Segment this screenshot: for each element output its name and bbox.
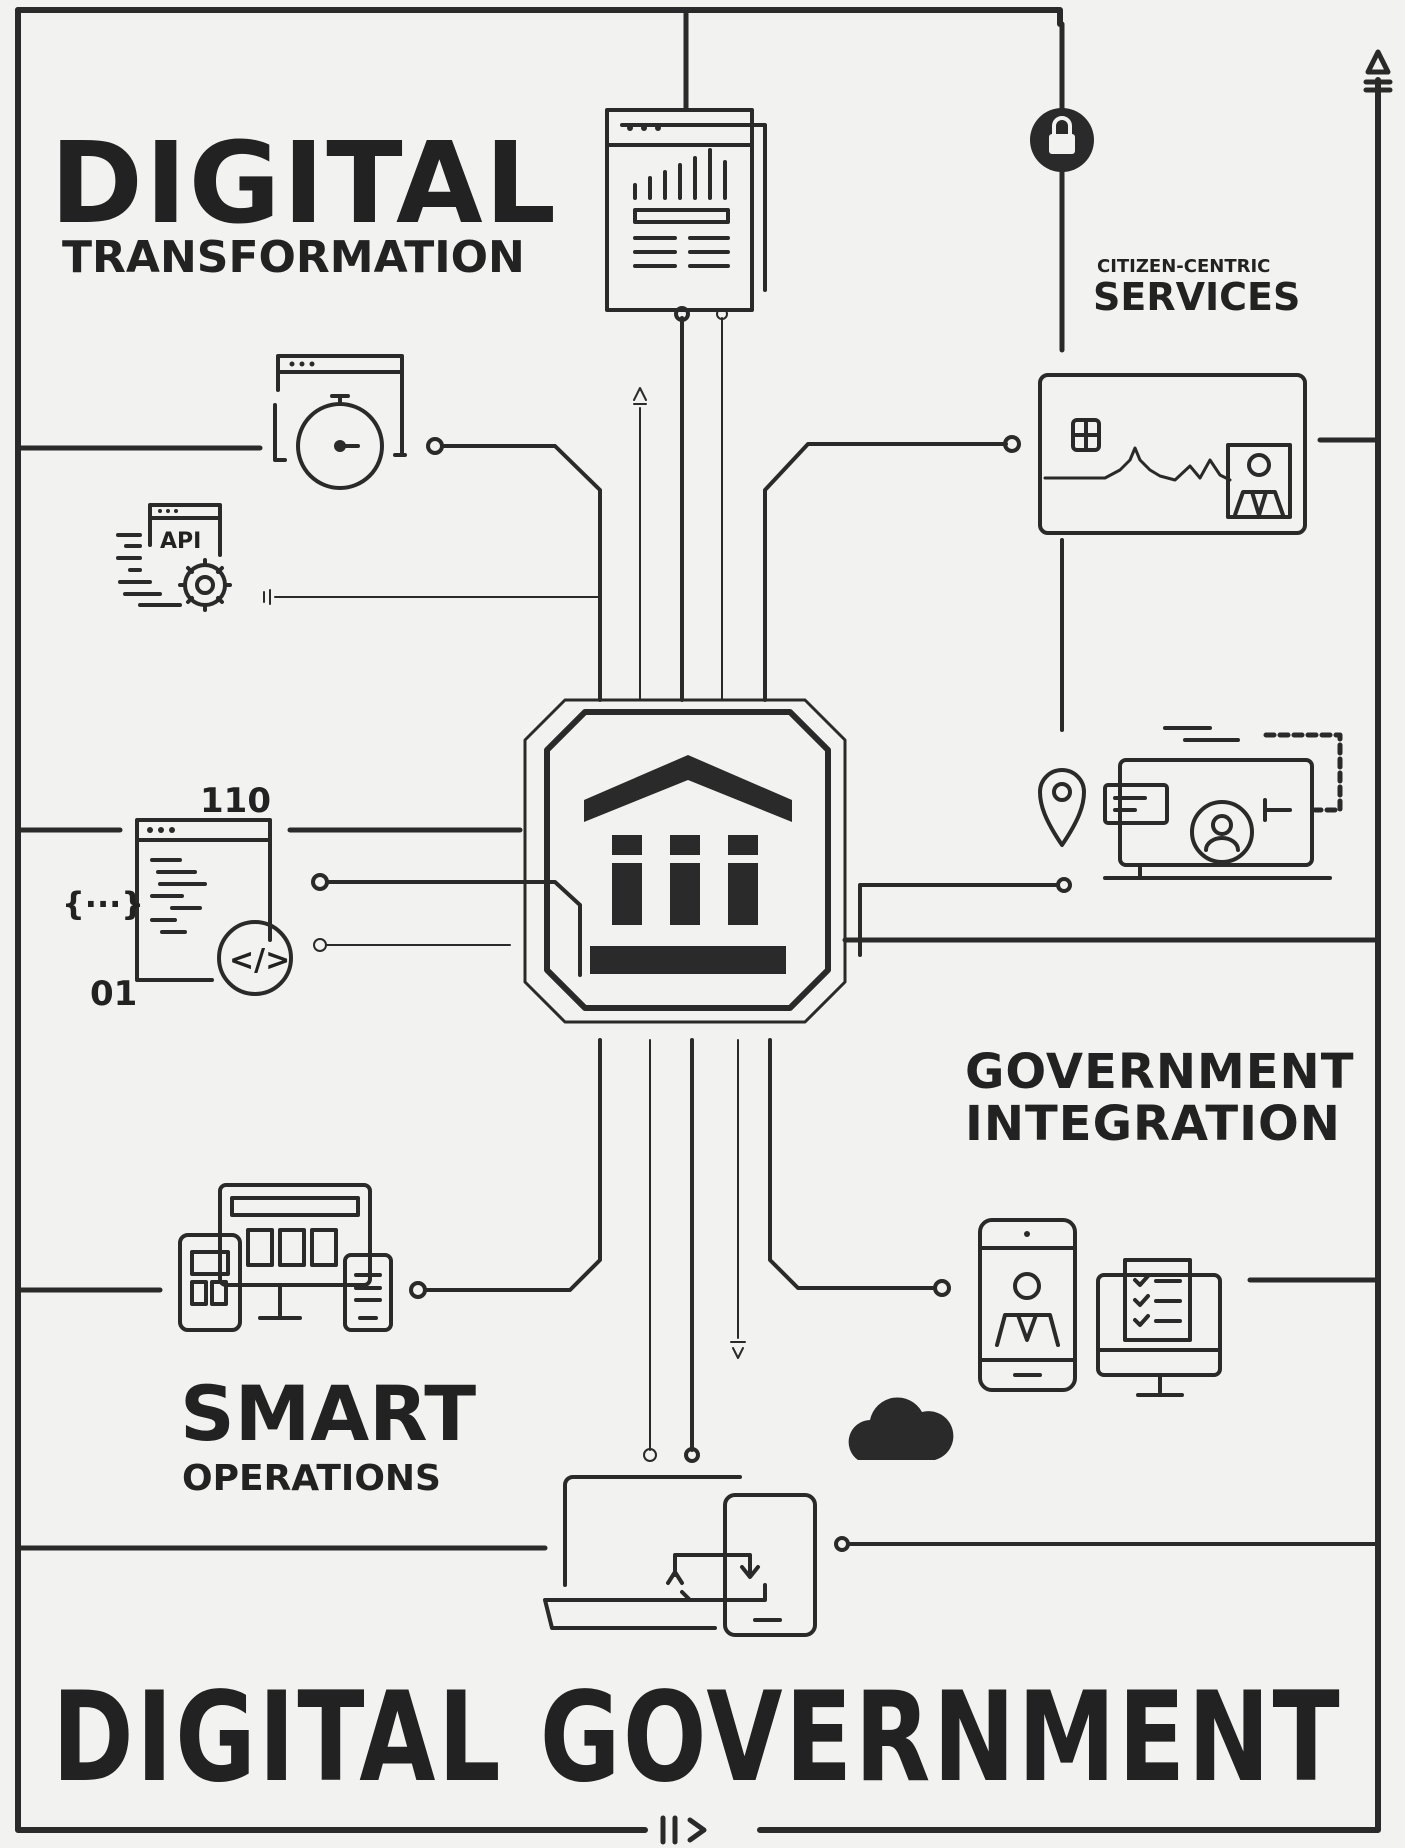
footer-title: DIGITAL GOVERNMENT: [52, 1666, 1342, 1810]
mobile-profile-icon: [978, 1218, 1077, 1392]
heading-government: GOVERNMENT: [965, 1044, 1354, 1100]
devices-icon: [178, 1183, 393, 1332]
svg-text:110: 110: [200, 781, 271, 821]
checklist-monitor-icon: [1096, 1258, 1222, 1397]
camera-laptop-icon: [1103, 726, 1343, 880]
heading-citizen-centric: CITIZEN-CENTRIC: [1097, 256, 1270, 277]
api-gear-icon: API: [116, 503, 232, 612]
heading-transformation: TRANSFORMATION: [62, 232, 525, 283]
id-card-icon: [1038, 373, 1307, 535]
svg-text:</>: </>: [229, 943, 290, 978]
lock-icon: [1030, 108, 1094, 172]
heading-operations: OPERATIONS: [182, 1458, 441, 1499]
heading-government-integration: GOVERNMENT INTEGRATION: [965, 1044, 1354, 1152]
code-window-icon: 110 {···} 01 </>: [62, 781, 293, 1014]
government-building-icon: [523, 698, 847, 1024]
heading-smart-operations: SMART OPERATIONS: [180, 1369, 476, 1499]
location-pin-icon: [1038, 768, 1086, 847]
heading-digital: DIGITAL: [50, 119, 558, 249]
heading-services: SERVICES: [1093, 275, 1300, 319]
frame-lines: [15, 7, 1393, 1845]
heading-digital-transformation: DIGITAL TRANSFORMATION: [50, 119, 558, 283]
sync-laptop-icon: [543, 1475, 817, 1637]
report-window-icon: [605, 108, 767, 312]
svg-text:{···}: {···}: [62, 885, 144, 923]
circuit-traces: [263, 306, 1072, 1463]
cloud-icon: [848, 1397, 954, 1460]
heading-integration: INTEGRATION: [965, 1096, 1341, 1152]
svg-text:API: API: [160, 529, 201, 554]
heading-citizen-centric-services: CITIZEN-CENTRIC SERVICES: [1093, 256, 1300, 319]
svg-text:01: 01: [90, 974, 137, 1014]
heading-smart: SMART: [180, 1369, 476, 1458]
timer-window-icon: [273, 354, 407, 490]
